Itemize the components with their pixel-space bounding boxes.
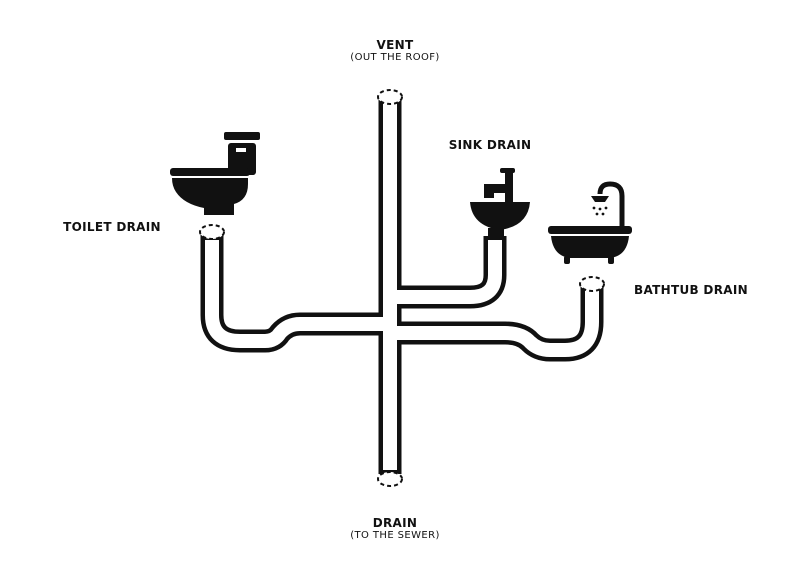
drain-subtitle: (TO THE SEWER)	[350, 530, 440, 542]
toilet-opening	[199, 224, 225, 240]
bathtub-drain-label: BATHTUB DRAIN	[626, 283, 756, 297]
pipe-openings	[199, 89, 605, 487]
toilet-drain-label: TOILET DRAIN	[52, 220, 172, 234]
shower-head-icon	[591, 181, 625, 226]
toilet-drain-title: TOILET DRAIN	[63, 220, 161, 234]
bathtub-icon	[548, 226, 632, 264]
vent-subtitle: (OUT THE ROOF)	[350, 52, 440, 64]
sink-drain-label: SINK DRAIN	[440, 138, 540, 152]
toilet-icon	[170, 132, 260, 215]
drain-label: DRAIN (TO THE SEWER)	[325, 516, 465, 542]
vent-title: VENT	[376, 38, 414, 52]
bathtub-opening	[579, 276, 605, 292]
sink-drain-title: SINK DRAIN	[448, 138, 532, 152]
vent-opening	[377, 89, 403, 105]
drain-opening	[377, 471, 403, 487]
sink-branch-pipe	[390, 236, 507, 309]
drain-title: DRAIN	[372, 516, 418, 530]
vent-label: VENT (OUT THE ROOF)	[330, 38, 460, 64]
sink-icon	[470, 168, 530, 236]
pipe-network	[200, 95, 604, 474]
bathtub-drain-title: BATHTUB DRAIN	[634, 283, 748, 297]
